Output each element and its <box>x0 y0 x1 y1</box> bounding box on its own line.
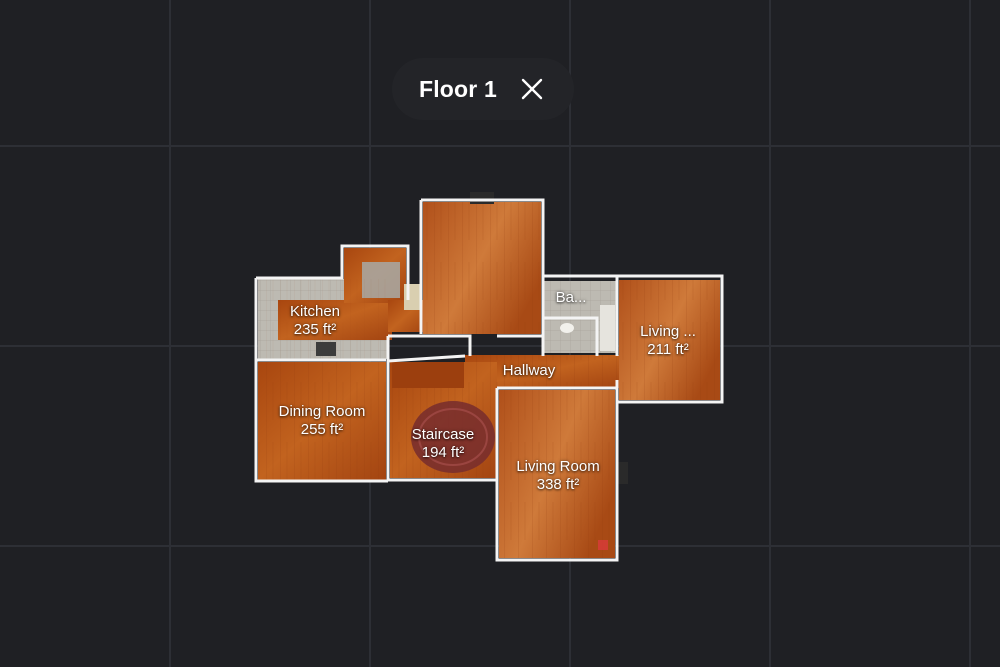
room-area: 211 ft² <box>647 341 689 358</box>
room-name: Hallway <box>502 362 556 379</box>
room-bath[interactable] <box>543 281 617 353</box>
room-top-center[interactable] <box>423 192 541 334</box>
close-icon <box>521 78 543 100</box>
room-label-bath[interactable]: Ba... <box>556 289 587 307</box>
room-name: Living Room <box>516 458 600 475</box>
floor-header: Floor 1 <box>392 58 574 120</box>
room-name: Kitchen <box>289 303 341 320</box>
room-living-main[interactable] <box>499 390 628 558</box>
close-button[interactable] <box>517 74 547 104</box>
room-label-living-main[interactable]: Living Room 338 ft² <box>516 458 599 494</box>
room-area: 235 ft² <box>293 321 337 338</box>
room-kitchen[interactable] <box>258 248 424 359</box>
room-label-kitchen[interactable]: Kitchen 235 ft² <box>290 303 340 339</box>
walls <box>254 198 724 562</box>
floor-title: Floor 1 <box>418 75 498 102</box>
room-label-dining[interactable]: Dining Room 255 ft² <box>279 403 366 439</box>
room-name: Staircase <box>411 426 475 443</box>
room-label-staircase[interactable]: Staircase 194 ft² <box>412 426 475 462</box>
room-label-hallway[interactable]: Hallway <box>503 362 556 380</box>
room-name: Living ... <box>640 323 696 340</box>
room-living-right[interactable] <box>619 280 720 400</box>
room-area: 194 ft² <box>421 444 465 461</box>
room-area: 255 ft² <box>300 421 344 438</box>
room-staircase[interactable] <box>390 362 497 478</box>
room-dining[interactable] <box>258 362 386 480</box>
room-name: Ba... <box>555 289 587 306</box>
room-area: 338 ft² <box>536 476 580 493</box>
room-label-living-right[interactable]: Living ... 211 ft² <box>640 323 696 359</box>
room-name: Dining Room <box>278 403 366 420</box>
